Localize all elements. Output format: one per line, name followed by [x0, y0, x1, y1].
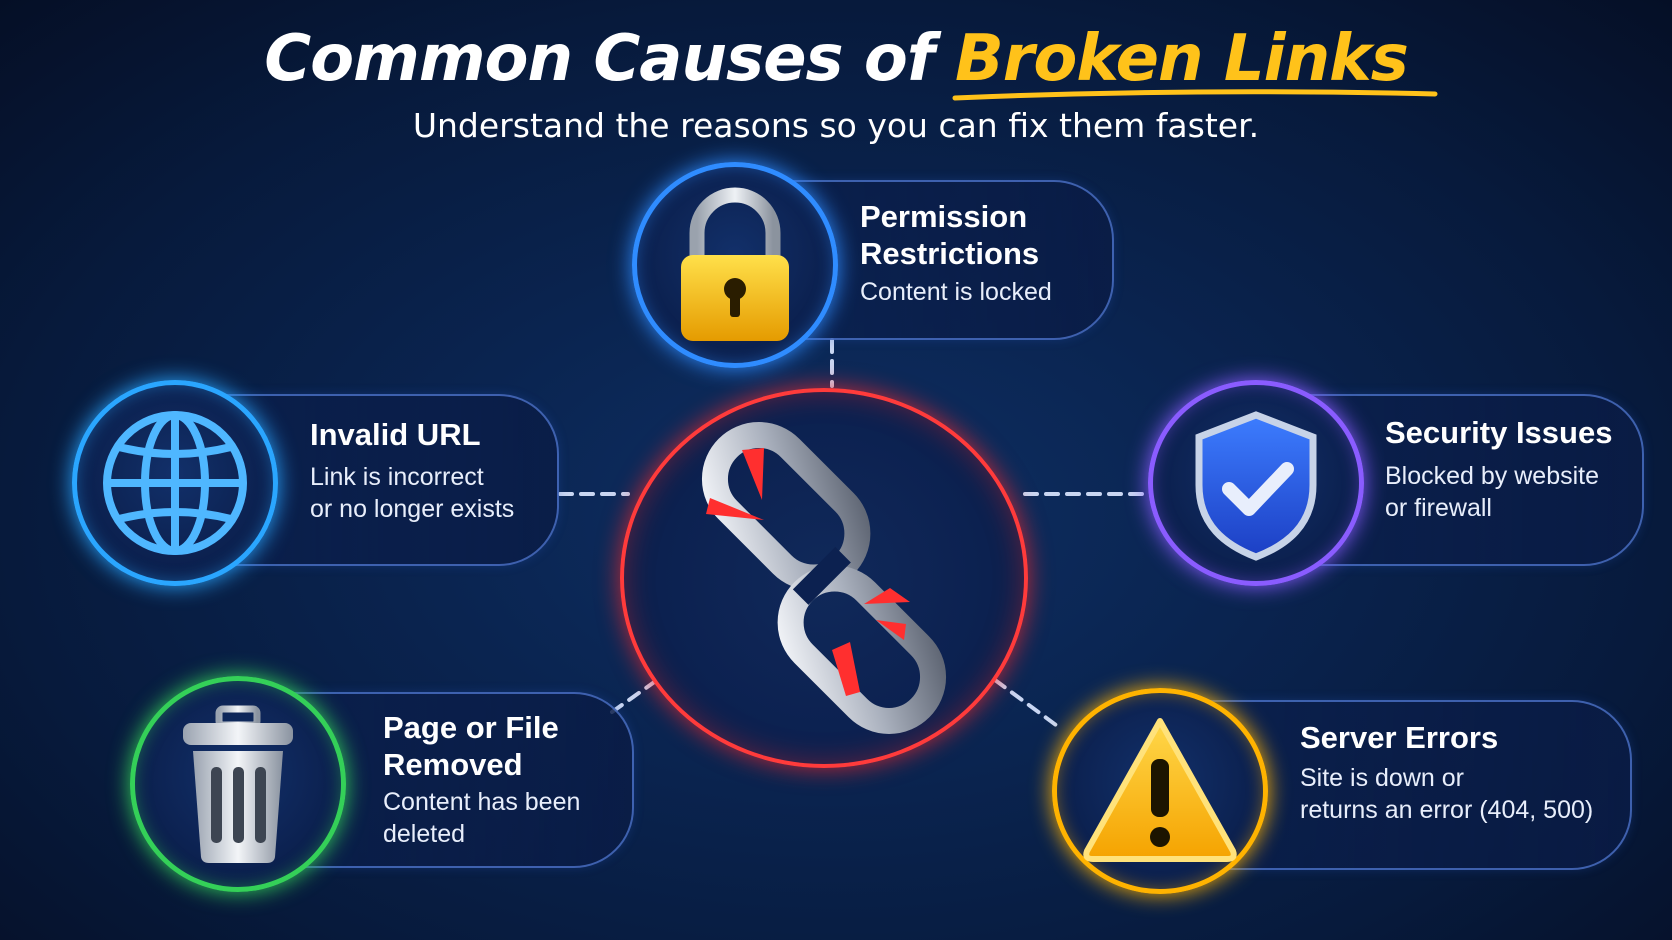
cause-title-permission: Permission Restrictions	[860, 199, 1040, 271]
trash-icon	[183, 705, 293, 863]
page-subtitle: Understand the reasons so you can fix th…	[412, 106, 1260, 145]
broken-chain-icon	[701, 422, 947, 734]
cause-desc-invalid-url: Link is incorrect or no longer exists	[310, 463, 515, 523]
center-node	[620, 388, 1028, 768]
cause-desc-removed: Content has been deleted	[383, 788, 581, 848]
cause-title-removed: Page or File Removed	[383, 710, 559, 782]
title-underline	[952, 89, 1438, 101]
lock-icon	[681, 187, 789, 341]
cause-node-security	[1148, 380, 1364, 586]
cause-node-removed	[130, 676, 346, 892]
globe-icon	[103, 411, 247, 555]
cause-desc-permission: Content is locked	[860, 278, 1052, 306]
cause-node-permission	[632, 162, 838, 368]
cause-desc-security: Blocked by website or firewall	[1385, 462, 1600, 522]
title-highlight: Broken Links	[955, 22, 1409, 96]
page-title: Common Causes of Broken Links	[0, 14, 1672, 104]
cause-title-security: Security Issues	[1385, 415, 1613, 450]
title-main: Common Causes of	[264, 22, 956, 96]
cause-node-invalid-url	[72, 380, 278, 586]
warning-icon	[1083, 718, 1237, 862]
cause-title-server: Server Errors	[1300, 720, 1499, 755]
cause-node-server	[1052, 688, 1268, 894]
cause-desc-server: Site is down or returns an error (404, 5…	[1300, 764, 1594, 824]
shield-check-icon	[1195, 411, 1317, 561]
cause-title-invalid-url: Invalid URL	[310, 417, 481, 452]
